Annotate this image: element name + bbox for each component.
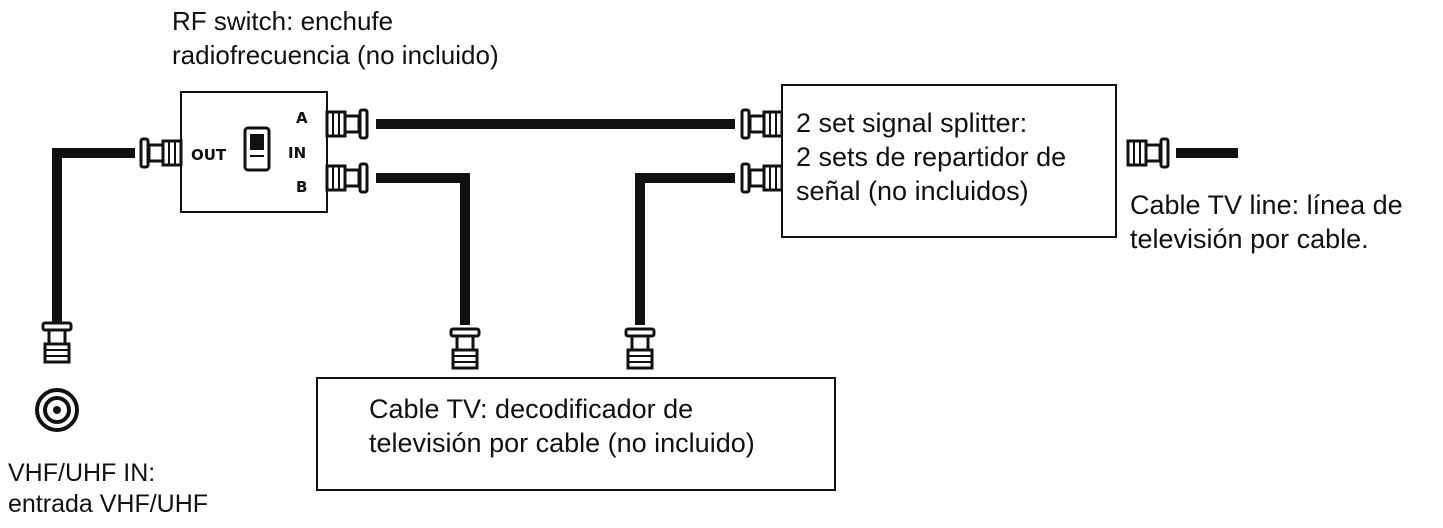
toggle-switch-icon [243, 126, 271, 172]
decoder-label-line1: Cable TV: decodificador de [369, 394, 694, 424]
decoder-label: Cable TV: decodificador de televisión po… [369, 392, 755, 460]
switch-port-in: IN [288, 144, 306, 162]
cable-tv-line-label-line1: Cable TV line: línea de [1130, 190, 1403, 220]
vhf-uhf-label-line1: VHF/UHF IN: [8, 459, 156, 487]
decoder-label-line2: televisión por cable (no incluido) [369, 428, 755, 458]
switch-port-a: A [296, 109, 308, 127]
rf-switch-icon: OUT A IN B [180, 91, 328, 213]
cable-tv-line-label: Cable TV line: línea de televisión por c… [1130, 188, 1403, 256]
vhf-uhf-label-line2: entrada VHF/UHF [8, 490, 209, 518]
splitter-label-line1: 2 set signal splitter: [796, 108, 1028, 138]
decoder-box [316, 377, 836, 491]
cable-tv-line-label-line2: televisión por cable. [1130, 224, 1369, 254]
splitter-label-line3: señal (no incluidos) [796, 176, 1029, 206]
rf-switch-label: RF switch: enchufe radiofrecuencia (no i… [172, 4, 499, 72]
rf-switch-label-line1: RF switch: enchufe [172, 6, 394, 36]
antenna-jack-icon [35, 388, 79, 432]
splitter-label-line2: 2 sets de repartidor de [796, 142, 1067, 172]
cable-switch-b-to-decoder [376, 173, 470, 325]
cables [52, 119, 1238, 325]
rf-switch-label-line2: radiofrecuencia (no incluido) [172, 40, 499, 70]
vhf-uhf-label: VHF/UHF IN: entrada VHF/UHF [8, 458, 208, 520]
switch-port-out: OUT [191, 146, 227, 164]
splitter-box [781, 84, 1117, 238]
splitter-label: 2 set signal splitter: 2 sets de reparti… [796, 106, 1066, 208]
cable-vhf-to-switch [52, 148, 135, 322]
cable-splitter-to-decoder [635, 173, 735, 325]
switch-port-b: B [296, 178, 307, 196]
